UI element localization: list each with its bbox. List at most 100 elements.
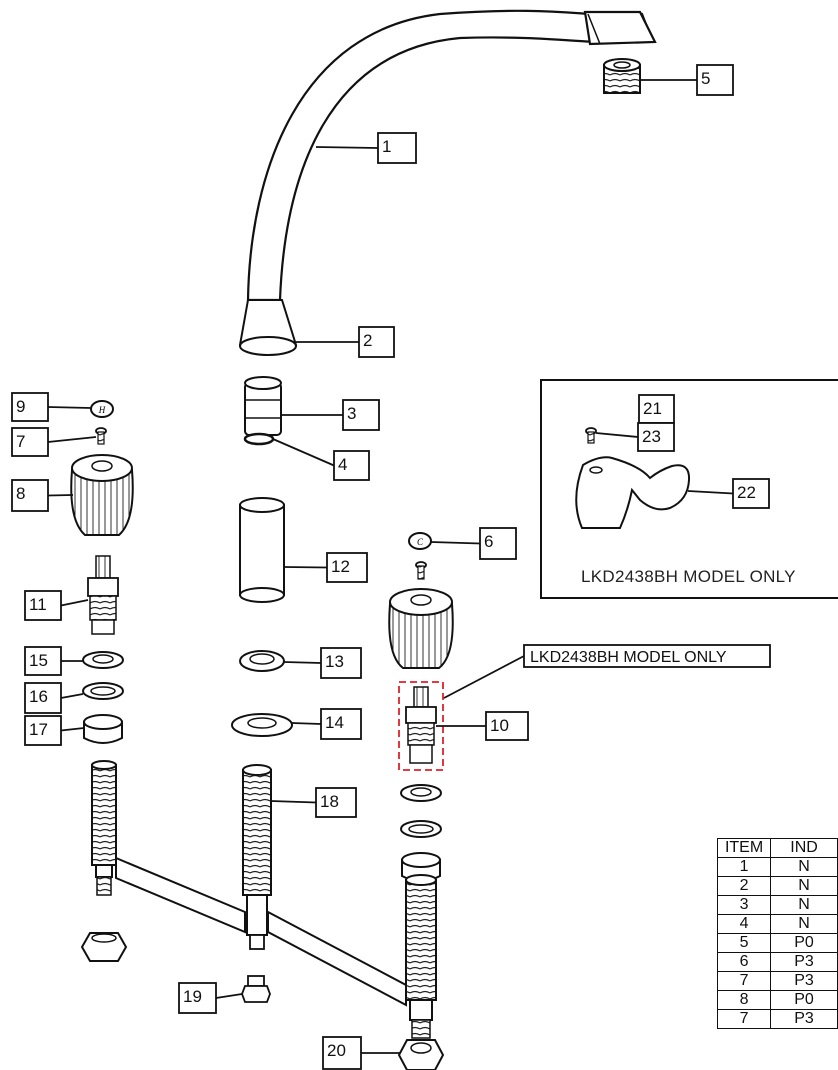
callout-number: 11: [29, 595, 47, 614]
callout-leader: [60, 727, 85, 732]
callout-number: 17: [29, 720, 48, 739]
bonnet-nut-left: [82, 651, 124, 669]
svg-text:C: C: [417, 537, 424, 547]
callout-2: 2: [293, 326, 395, 358]
aerator-part: [603, 58, 641, 94]
callout-11: 11: [24, 590, 89, 621]
callout-number: 15: [29, 651, 48, 670]
callout-4: 4: [272, 438, 370, 481]
callout-5: 5: [640, 64, 734, 96]
callout-box: [696, 64, 734, 96]
callout-8: 8: [11, 479, 74, 512]
callout-number: 21: [643, 399, 662, 418]
bonnet-nut-right: [400, 784, 442, 802]
callout-number: 19: [183, 987, 202, 1006]
callout-leader: [60, 693, 84, 699]
callout-number: 18: [320, 792, 339, 811]
callout-15: 15: [24, 646, 83, 676]
callout-box: [315, 787, 357, 818]
cartridge-note-text: LKD2438BH MODEL ONLY: [530, 649, 727, 666]
cartridge-left: [87, 555, 119, 635]
table-cell-item: 3: [716, 895, 772, 915]
svg-text:H: H: [98, 405, 106, 415]
o-ring-part: [243, 432, 275, 446]
table-cell-ind: P0: [770, 990, 838, 1010]
callout-number: 7: [16, 432, 25, 451]
callout-17: 17: [24, 715, 85, 746]
callout-leader: [283, 566, 328, 569]
ring-left: [82, 682, 124, 700]
spout-base-part: [238, 299, 298, 356]
callout-13: 13: [283, 647, 362, 679]
table-cell-ind: P3: [770, 971, 838, 991]
callout-box: [24, 682, 62, 714]
index-cap-right: C: [408, 532, 432, 550]
hex-nut-right: [397, 1039, 445, 1070]
callout-number: 9: [16, 397, 25, 416]
table-cell-item: 4: [716, 914, 772, 934]
callout-3: 3: [280, 399, 380, 431]
spout-part: [246, 9, 657, 302]
sleeve-part: [239, 497, 285, 603]
callout-box: [333, 450, 370, 481]
callout-box: [638, 394, 675, 424]
callout-number: 8: [16, 484, 25, 503]
callout-box: [479, 527, 517, 560]
callout-leader: [272, 438, 335, 467]
callout-6: 6: [430, 527, 517, 560]
callout-number: 3: [347, 404, 356, 423]
table-cell-item: 1: [716, 857, 772, 877]
callout-leader: [47, 436, 97, 443]
callout-leader: [283, 661, 322, 664]
callout-leader: [270, 800, 317, 804]
lever-handle-part: [575, 456, 691, 529]
table-cell-item: 8: [716, 990, 772, 1010]
callout-leader: [60, 599, 89, 607]
callout-number: 23: [642, 427, 661, 446]
index-cap-left: H: [90, 400, 114, 418]
table-cell-item: 2: [716, 876, 772, 896]
callout-box: [11, 427, 49, 457]
callout-leader: [687, 490, 734, 495]
callout-9: 9: [11, 392, 92, 422]
table-cell-ind: N: [770, 857, 838, 877]
callout-16: 16: [24, 682, 84, 714]
callout-22: 22: [687, 478, 770, 509]
callout-box: [637, 422, 675, 452]
cartridge-right: [405, 686, 437, 764]
callout-box: [322, 1036, 362, 1070]
callout-number: 10: [490, 716, 509, 735]
table-cell-item: 6: [716, 952, 772, 972]
table-cell-ind: N: [770, 876, 838, 896]
callout-leader: [291, 722, 322, 725]
callout-number: 6: [484, 532, 493, 551]
callout-box: [485, 711, 529, 741]
callout-box: [358, 326, 395, 358]
callout-box: [178, 982, 217, 1014]
callout-number: 22: [737, 483, 756, 502]
callout-box: [24, 715, 62, 746]
callout-leader: [315, 146, 379, 149]
table-cell-item: 7: [716, 1009, 772, 1029]
hex-nut-left: [80, 932, 128, 962]
callout-box: [24, 646, 62, 676]
callout-19: 19: [178, 982, 243, 1014]
locknut-left: [83, 714, 123, 744]
callout-box: [377, 132, 417, 164]
callout-20: 20: [322, 1036, 400, 1070]
callout-14: 14: [291, 708, 362, 740]
table-cell-ind: N: [770, 914, 838, 934]
table-cell-ind: P3: [770, 1009, 838, 1029]
manifold-body-part: [91, 760, 437, 1039]
handle-screw-right: [415, 561, 427, 580]
